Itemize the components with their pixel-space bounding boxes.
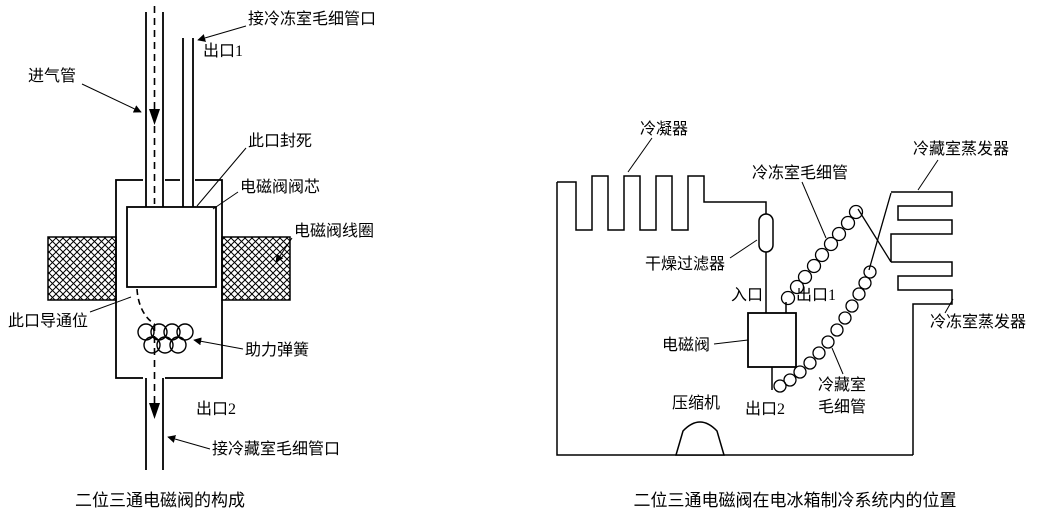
freezer-capillary-crossline [857, 208, 892, 263]
valve-core [126, 206, 217, 288]
leader-condenser [627, 137, 653, 173]
left-caption: 二位三通电磁阀的构成 [75, 491, 245, 510]
circuit-loop [556, 182, 913, 456]
label-fridge-capillary-line1: 冷藏室 [818, 376, 866, 394]
label-valve-core: 电磁阀阀芯 [240, 178, 320, 196]
label-outlet-1: 出口1 [203, 42, 243, 60]
leader-freezer-evaporator [944, 298, 954, 314]
leader-fridge-evaporator [917, 159, 939, 191]
flow-arrow-bottom [149, 403, 160, 419]
label-assist-spring: 助力弹簧 [245, 340, 309, 359]
label-sealed-port: 此口封死 [248, 132, 312, 150]
leader-freezer-capillary [801, 181, 827, 239]
leader-fridge-capillary [831, 347, 844, 375]
label-solenoid-valve: 电磁阀 [662, 336, 710, 354]
condenser-coil [557, 175, 767, 231]
label-outlet-2: 出口2 [196, 400, 236, 418]
label-outlet-2: 出口2 [745, 400, 785, 418]
solenoid-valve [747, 312, 797, 368]
outlet1-pipe [182, 38, 194, 207]
label-fridge-capillary-line2: 毛细管 [818, 398, 866, 416]
right-caption: 二位三通电磁阀在电冰箱制冷系统内的位置 [634, 491, 957, 510]
leader-valve-coil [275, 237, 293, 263]
leader-solenoid-valve [713, 339, 749, 345]
leader-fridge-capillary-port [167, 435, 211, 450]
intake-pipe [145, 12, 164, 207]
right-diagram: 冷凝器 冷冻室毛细管 冷藏室蒸发器 干燥过滤器 入口 出口1 电磁阀 冷冻室蒸发… [556, 120, 1026, 510]
leader-intake-pipe [81, 83, 142, 113]
leader-drier-filter [729, 239, 758, 259]
label-fridge-evaporator: 冷藏室蒸发器 [913, 140, 1009, 158]
solenoid-coil-left [47, 236, 117, 301]
label-open-port: 此口导通位 [8, 312, 88, 330]
label-compressor: 压缩机 [672, 394, 720, 412]
left-leader-lines [81, 25, 293, 450]
label-valve-coil: 电磁阀线圈 [294, 222, 374, 240]
leader-open-port [89, 296, 132, 313]
label-freezer-capillary: 冷冻室毛细管 [752, 164, 848, 182]
leader-assist-spring [193, 337, 244, 350]
label-freezer-evaporator: 冷冻室蒸发器 [930, 313, 1026, 331]
label-fridge-capillary-port: 接冷藏室毛细管口 [212, 440, 340, 458]
freezer-evaporator-coil [891, 261, 953, 455]
label-inlet: 入口 [731, 287, 763, 304]
freezer-capillary-coil [780, 204, 864, 306]
left-diagram: 接冷冻室毛细管口 出口1 进气管 此口封死 电磁阀阀芯 电磁阀线圈 此口导通位 … [8, 6, 376, 510]
fridge-evaporator-coil [890, 191, 953, 262]
label-outlet-1: 出口1 [796, 286, 836, 304]
flow-arrowheads [149, 109, 160, 419]
label-freezer-capillary-port: 接冷冻室毛细管口 [248, 10, 376, 28]
fridge-capillary-crossline [868, 192, 892, 271]
right-leader-lines [627, 137, 954, 375]
label-drier-filter: 干燥过滤器 [645, 255, 725, 273]
leader-freezer-capillary-port [197, 25, 247, 42]
flow-arrow-top [149, 109, 160, 125]
assist-spring [137, 323, 194, 354]
leader-sealed-port [196, 147, 247, 207]
fridge-capillary-coil [773, 265, 877, 393]
leader-valve-core [212, 191, 239, 210]
drier-filter [758, 213, 774, 253]
compressor [675, 421, 725, 456]
label-condenser: 冷凝器 [640, 120, 688, 138]
solenoid-coil-right [221, 236, 291, 301]
label-intake-pipe: 进气管 [28, 67, 76, 85]
outlet2-pipe [145, 378, 164, 470]
